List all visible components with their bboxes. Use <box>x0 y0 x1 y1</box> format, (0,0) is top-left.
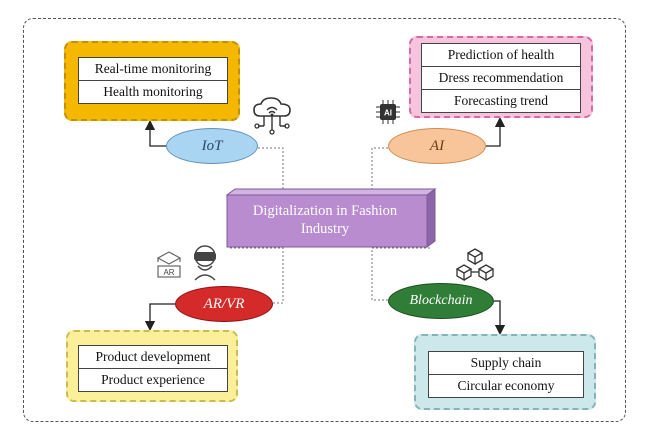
arrow-ai <box>486 116 506 147</box>
blockchain-applications-group: Supply chain Circular economy <box>414 334 596 410</box>
arrow-blockchain <box>494 300 506 336</box>
ar-glasses-icon: AR <box>156 251 182 278</box>
list-item: Real-time monitoring <box>79 58 227 81</box>
arvr-node: AR/VR <box>175 286 273 322</box>
center-topic-line-1: Digitalization in Fashion <box>252 203 398 219</box>
arrow-arvr <box>144 303 175 332</box>
blockchain-node: Blockchain <box>388 283 494 319</box>
center-topic-line-2: Industry <box>300 221 350 237</box>
list-item: Circular economy <box>457 378 555 393</box>
iot-applications-group: Real-time monitoring Health monitoring <box>64 41 240 121</box>
arvr-applications-group: Product development Product experience <box>66 330 238 402</box>
list-item: Health monitoring <box>103 84 203 99</box>
ar-icon-text: AR <box>163 268 174 277</box>
arrow-iot <box>144 119 166 147</box>
connector-arvr <box>228 247 284 304</box>
iot-applications-list: Real-time monitoring Health monitoring <box>78 57 228 104</box>
list-item: Forecasting trend <box>453 93 549 108</box>
blockchain-cubes-icon <box>455 248 495 282</box>
ai-chip-icon: AI <box>376 100 400 124</box>
arvr-applications-list: Product development Product experience <box>78 345 228 392</box>
list-item: Product experience <box>101 372 205 387</box>
vr-headset-icon <box>194 245 216 281</box>
list-item: Dress recommendation <box>422 67 580 90</box>
ai-chip-text: AI <box>384 109 392 118</box>
ai-applications-group: Prediction of health Dress recommendatio… <box>409 36 593 118</box>
list-item: Prediction of health <box>422 44 580 67</box>
diagram-frame <box>23 18 626 422</box>
iot-node: IoT <box>166 128 258 164</box>
ai-applications-list: Prediction of health Dress recommendatio… <box>421 43 581 113</box>
cloud-network-icon <box>253 97 291 135</box>
ai-node: AI <box>388 128 486 164</box>
connector-blockchain <box>371 247 430 301</box>
list-item: Product development <box>79 346 227 369</box>
list-item: Supply chain <box>429 352 583 375</box>
center-box-shape <box>225 188 437 248</box>
blockchain-applications-list: Supply chain Circular economy <box>428 351 584 398</box>
